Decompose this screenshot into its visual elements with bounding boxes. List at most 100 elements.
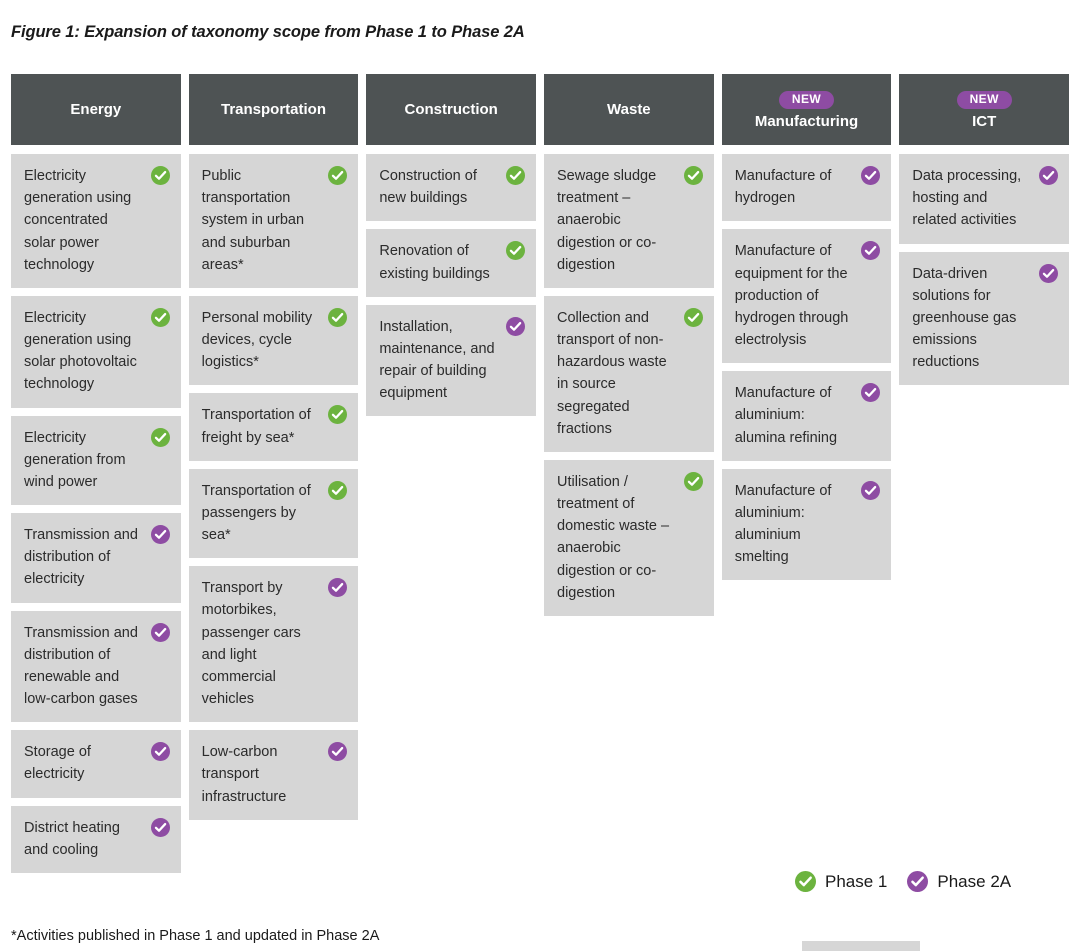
column-header: Construction — [366, 74, 537, 145]
check-circle-icon — [328, 480, 348, 500]
activity-card[interactable]: Electricity generation using solar photo… — [11, 295, 181, 408]
check-circle-icon — [683, 307, 703, 327]
activity-card[interactable]: Manufacture of aluminium: aluminium smel… — [721, 468, 892, 581]
activity-card[interactable]: Collection and transport of non-hazardou… — [544, 295, 714, 452]
activity-card-text: Manufacture of hydrogen — [734, 168, 832, 207]
footnote: *Activities published in Phase 1 and upd… — [11, 928, 380, 944]
sector-column: NEW ICT Data processing, hosting and relat… — [899, 74, 1070, 386]
legend-item: Phase 2A — [907, 871, 1011, 892]
check-circle-icon — [506, 316, 526, 336]
activity-card-text: Electricity generation using solar photo… — [24, 309, 137, 393]
activity-card-text: Public transportation system in urban an… — [201, 168, 305, 273]
activity-card[interactable]: Electricity generation from wind power — [11, 415, 181, 506]
activity-card-text: Utilisation / treatment of domestic wast… — [557, 473, 670, 601]
figure-title: Figure 1: Expansion of taxonomy scope fr… — [11, 23, 525, 41]
activity-card[interactable]: Transmission and distribution of renewab… — [11, 610, 181, 723]
check-circle-icon — [150, 307, 170, 327]
column-header-title: Waste — [607, 100, 651, 118]
activity-card[interactable]: Transport by motorbikes, passenger cars … — [188, 566, 359, 723]
column-header: Transportation — [188, 74, 359, 145]
column-header-title: ICT — [972, 112, 997, 130]
activity-card[interactable]: Public transportation system in urban an… — [188, 154, 359, 288]
activity-card-list: Sewage sludge treatment – anaerobic dige… — [544, 154, 714, 616]
check-circle-icon — [328, 578, 348, 598]
activity-card[interactable]: Utilisation / treatment of domestic wast… — [544, 459, 714, 616]
legend-label: Phase 1 — [825, 871, 888, 891]
cut-off-card — [802, 941, 920, 951]
check-circle-icon — [861, 241, 881, 261]
activity-card[interactable]: Data-driven solutions for greenhouse gas… — [899, 251, 1070, 386]
activity-card-text: Transportation of freight by sea* — [201, 407, 311, 446]
activity-card[interactable]: Storage of electricity — [11, 730, 181, 798]
check-circle-icon — [907, 871, 929, 892]
check-circle-icon — [150, 525, 170, 545]
activity-card[interactable]: Electricity generation using concentrate… — [11, 154, 181, 288]
activity-card[interactable]: Personal mobility devices, cycle logisti… — [188, 295, 359, 386]
activity-card-text: Renovation of existing buildings — [379, 243, 490, 282]
new-badge: NEW — [956, 91, 1012, 109]
activity-card[interactable]: Transmission and distribution of electri… — [11, 513, 181, 603]
activity-card[interactable]: Data processing, hosting and related act… — [899, 154, 1070, 244]
check-circle-icon — [328, 742, 348, 762]
check-circle-icon — [150, 427, 170, 447]
activity-card[interactable]: Low-carbon transport infrastructure — [188, 730, 359, 820]
check-circle-icon — [861, 166, 881, 185]
check-circle-icon — [861, 383, 881, 403]
column-header-title: Manufacturing — [754, 112, 859, 130]
activity-card-text: Collection and transport of non-hazardou… — [557, 309, 667, 437]
activity-card-text: Installation, maintenance, and repair of… — [379, 318, 495, 402]
check-circle-icon — [795, 871, 816, 892]
check-circle-icon — [150, 742, 170, 762]
check-circle-icon — [150, 622, 170, 642]
activity-card-text: Manufacture of equipment for the product… — [734, 243, 849, 349]
activity-card[interactable]: District heating and cooling — [11, 805, 181, 873]
check-circle-icon — [683, 166, 703, 185]
check-circle-icon — [1039, 166, 1059, 185]
activity-card[interactable]: Manufacture of hydrogen — [721, 154, 892, 222]
activity-card[interactable]: Renovation of existing buildings — [366, 229, 537, 297]
legend: Phase 1 Phase 2A — [795, 871, 1011, 892]
legend-item: Phase 1 — [795, 871, 887, 892]
activity-card-text: Transmission and distribution of electri… — [24, 527, 138, 588]
check-circle-icon — [150, 166, 170, 185]
check-circle-icon — [328, 405, 348, 425]
activity-card[interactable]: Transportation of passengers by sea* — [188, 468, 359, 559]
check-circle-icon — [1039, 263, 1059, 283]
activity-card-text: Manufacture of aluminium: aluminium smel… — [734, 482, 832, 566]
check-circle-icon — [328, 166, 348, 185]
activity-card[interactable]: Construction of new buildings — [366, 154, 537, 222]
activity-card-text: Transmission and distribution of renewab… — [24, 624, 138, 708]
new-badge: NEW — [778, 91, 835, 109]
activity-card-text: Low-carbon transport infrastructure — [201, 744, 287, 805]
activity-card-list: Public transportation system in urban an… — [188, 154, 359, 820]
column-header-title: Energy — [70, 100, 122, 118]
activity-card[interactable]: Transportation of freight by sea* — [188, 393, 359, 461]
check-circle-icon — [861, 480, 881, 500]
activity-card-text: Transport by motorbikes, passenger cars … — [201, 580, 301, 708]
activity-card[interactable]: Manufacture of equipment for the product… — [721, 229, 892, 364]
check-circle-icon — [150, 817, 170, 837]
activity-card[interactable]: Sewage sludge treatment – anaerobic dige… — [544, 154, 714, 288]
column-header: Waste — [544, 74, 714, 145]
activity-card-list: Data processing, hosting and related act… — [899, 154, 1070, 386]
activity-card-text: Personal mobility devices, cycle logisti… — [201, 309, 313, 371]
activity-card-text: Data-driven solutions for greenhouse gas… — [912, 265, 1017, 371]
check-circle-icon — [328, 307, 348, 327]
activity-card-text: Sewage sludge treatment – anaerobic dige… — [557, 168, 657, 273]
activity-card-text: Electricity generation using concentrate… — [24, 168, 132, 273]
check-circle-icon — [683, 471, 703, 491]
activity-card-text: Manufacture of aluminium: alumina refini… — [734, 385, 838, 446]
column-header: NEW Manufacturing — [721, 74, 892, 145]
activity-card-text: Data processing, hosting and related act… — [912, 168, 1022, 229]
check-circle-icon — [506, 166, 526, 185]
activity-card[interactable]: Installation, maintenance, and repair of… — [366, 304, 537, 417]
activity-card-text: Electricity generation from wind power — [24, 429, 126, 490]
activity-card[interactable]: Manufacture of aluminium: alumina refini… — [721, 371, 892, 461]
activity-card-list: Electricity generation using concentrate… — [11, 154, 181, 873]
